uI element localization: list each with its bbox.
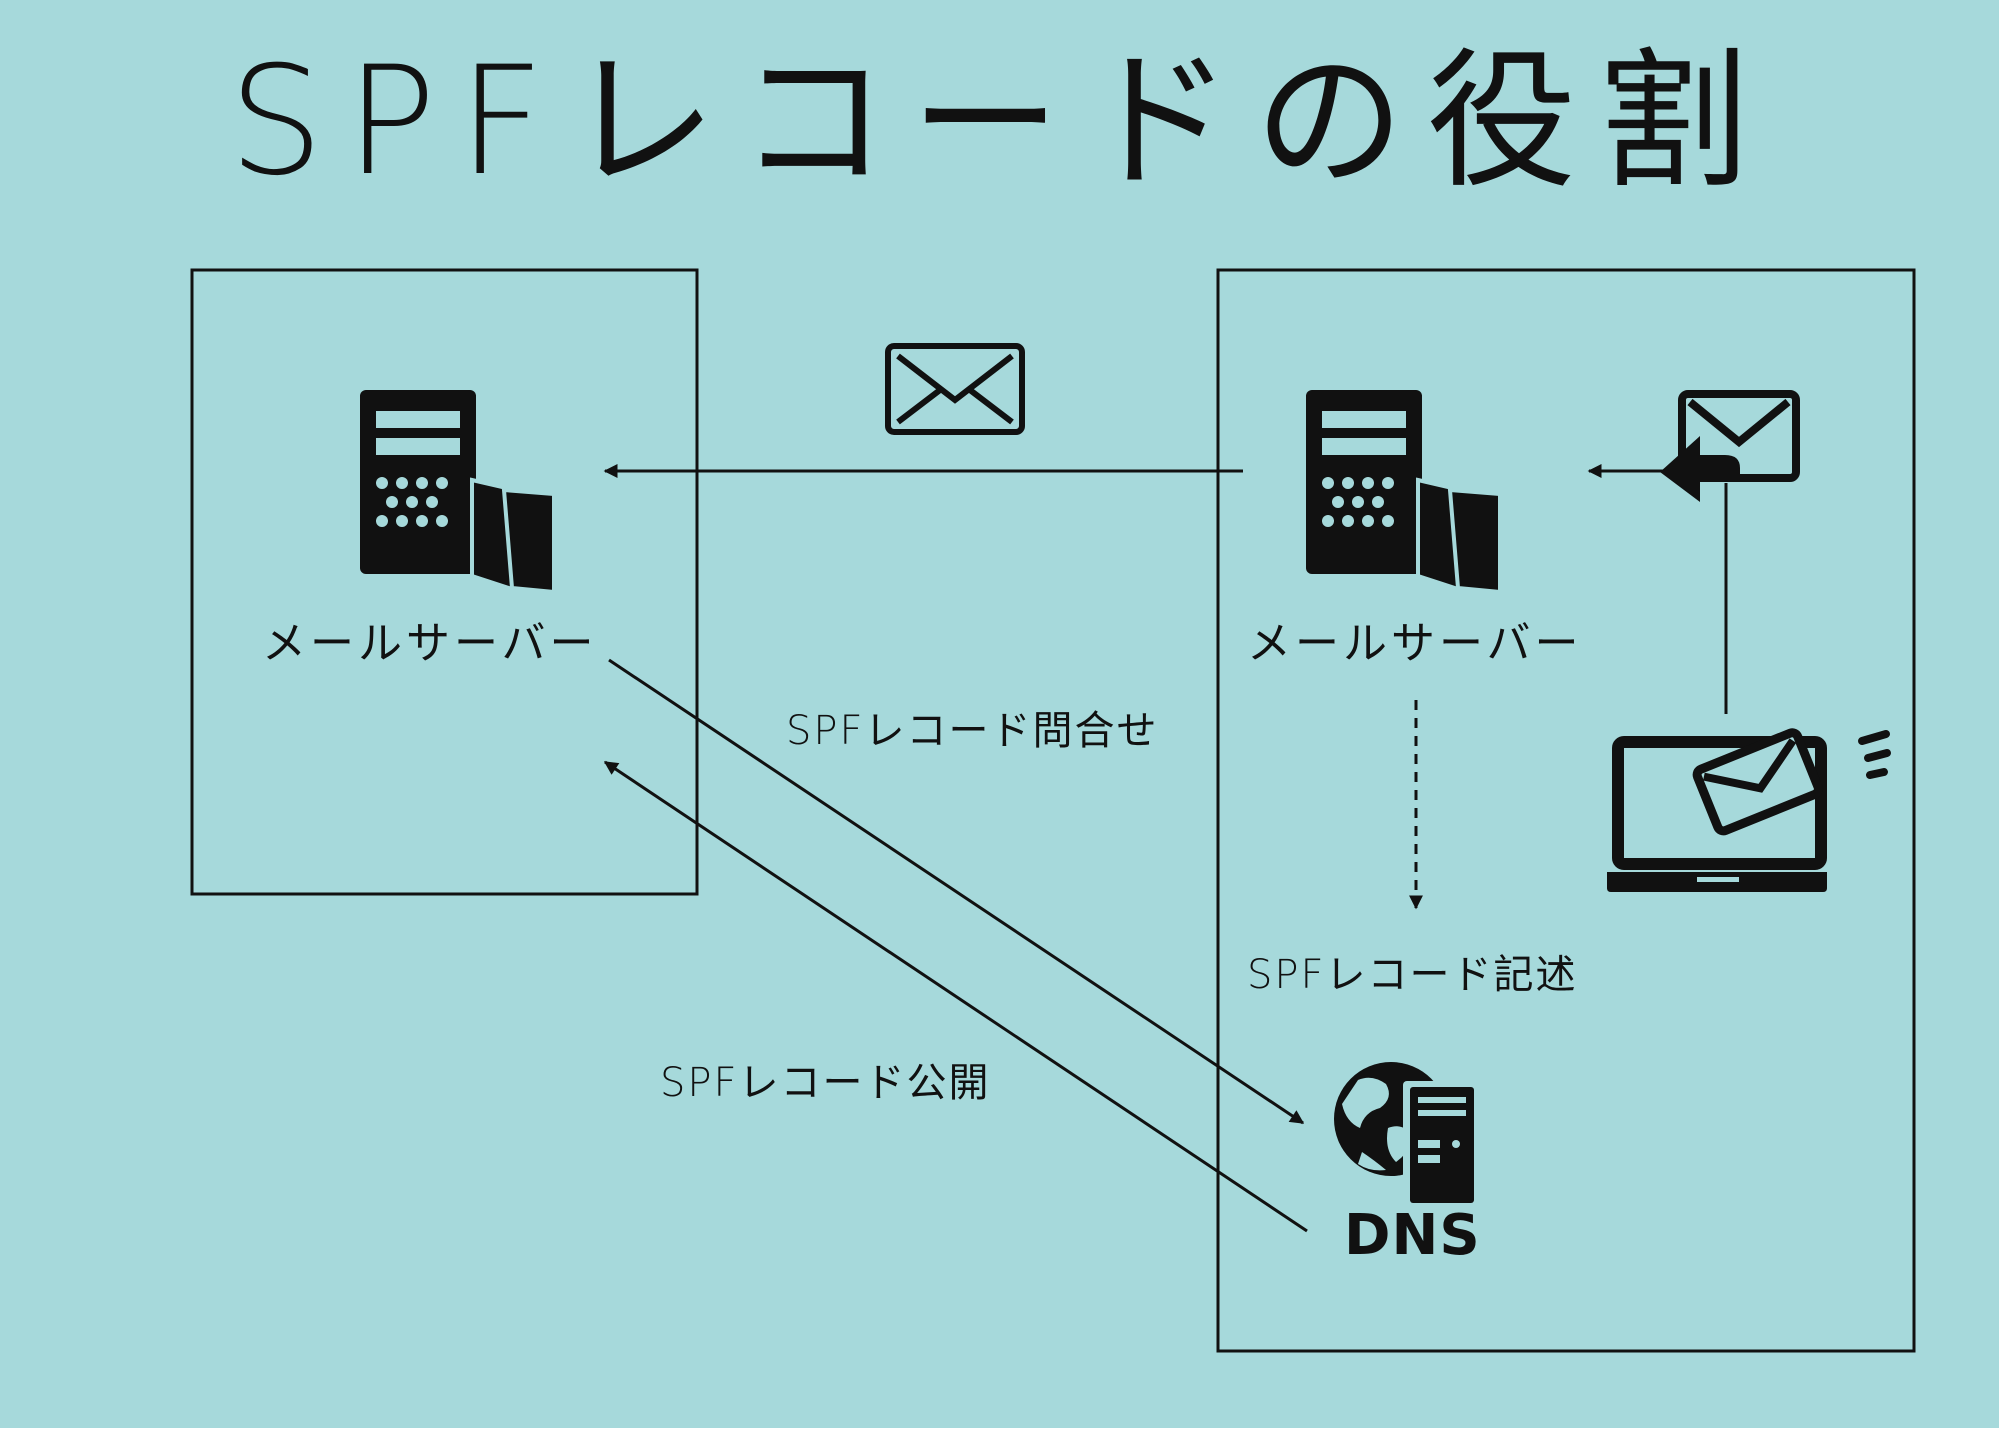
spf-publish-label: SPFレコード公開 xyxy=(660,1060,991,1106)
spf-inquiry-arrow xyxy=(608,658,1305,1125)
sender-server-label: メールサーバー xyxy=(1247,618,1583,669)
receiver-server-label: メールサーバー xyxy=(262,618,598,669)
sender-box xyxy=(1216,268,1916,1353)
receiver-box xyxy=(190,268,699,896)
spf-inquiry-label: SPFレコード問合せ xyxy=(786,708,1159,754)
reply-mail-icon xyxy=(1660,390,1800,502)
spf-publish-arrow xyxy=(603,760,1308,1233)
spf-record-label: SPFレコード記述 xyxy=(1247,952,1578,998)
mail-server-icon xyxy=(360,390,556,595)
envelope-icon xyxy=(885,343,1025,435)
page-title: SPFレコードの役割 xyxy=(228,35,1771,209)
laptop-send-mail-icon xyxy=(1607,728,1891,892)
dns-server-icon xyxy=(1334,1062,1479,1208)
dns-label: DNS xyxy=(1344,1203,1481,1268)
mail-server-icon xyxy=(1306,390,1502,595)
